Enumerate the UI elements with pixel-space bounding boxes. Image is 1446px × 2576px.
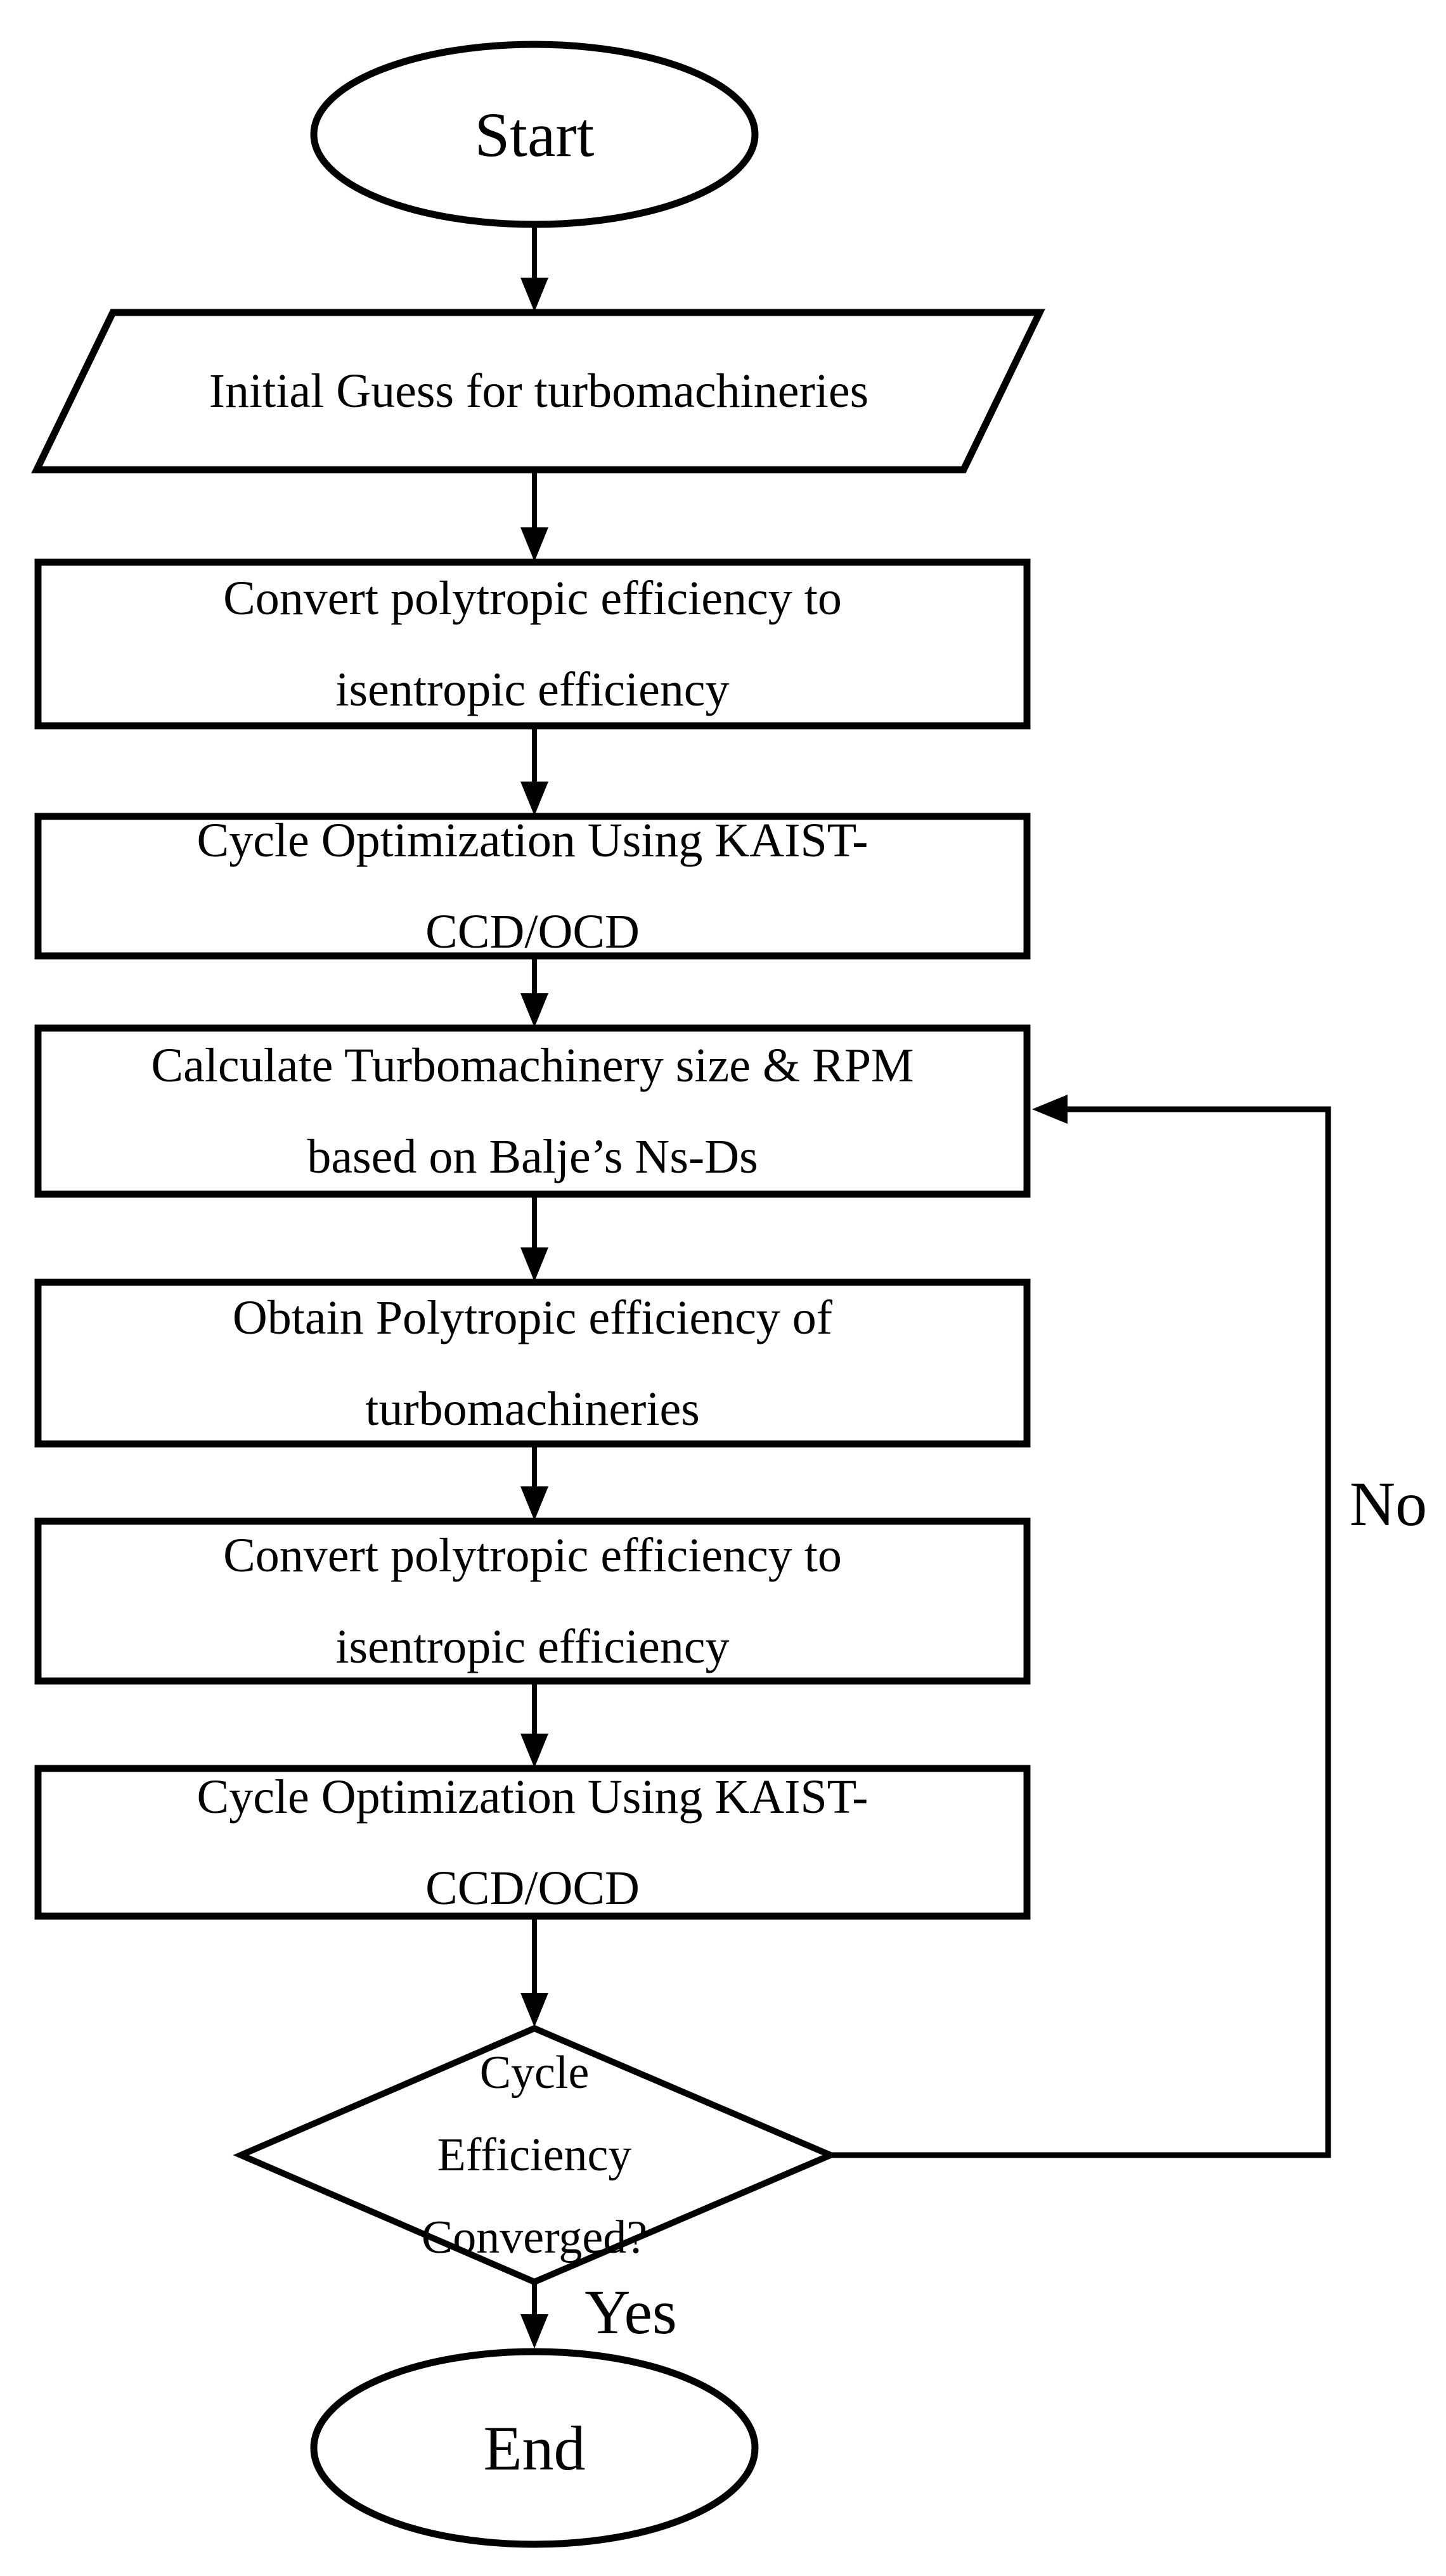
end-node-label: End [483, 2412, 586, 2483]
input-parallelogram-shape [31, 309, 1045, 473]
arrowhead-1-icon [520, 278, 548, 312]
process-convert-1-shape [34, 558, 1031, 730]
end-terminator-shape [310, 2348, 759, 2548]
start-node-label: Start [474, 99, 595, 170]
no-feedback-connector [830, 1106, 1331, 2158]
process-convert-2-label: Convert polytropic efficiency to isentro… [223, 1529, 842, 1673]
arrowhead-9-icon [520, 2314, 548, 2348]
start-terminator-shape [310, 41, 759, 228]
no-feedback-arrowhead-icon [1032, 1095, 1068, 1124]
no-edge-label: No [1349, 1468, 1428, 1539]
process-cycle-opt-2-shape [34, 1765, 1031, 1920]
arrowhead-3-icon [520, 782, 548, 816]
yes-edge-label: Yes [584, 2277, 677, 2347]
arrowhead-4-icon [520, 993, 548, 1027]
arrowhead-7-icon [520, 1734, 548, 1768]
process-obtain-poly-label: Obtain Polytropic efficiency of turbomac… [232, 1291, 833, 1436]
process-convert-2-shape [34, 1517, 1031, 1685]
arrowhead-5-icon [520, 1247, 548, 1282]
arrowhead-6-icon [520, 1486, 548, 1521]
input-node-label: Initial Guess for turbomachineries [209, 364, 869, 418]
process-cycle-opt-1-shape [34, 813, 1031, 960]
decision-diamond-shape [233, 2025, 839, 2286]
decision-node-label: Cycle Efficiency Converged? [421, 2047, 648, 2264]
process-calc-size-shape [34, 1024, 1031, 1198]
process-obtain-poly-shape [34, 1278, 1031, 1448]
arrowhead-8-icon [520, 1993, 548, 2027]
process-convert-1-label: Convert polytropic efficiency to isentro… [223, 572, 842, 716]
arrowhead-2-icon [520, 527, 548, 562]
process-cycle-opt-1-label: Cycle Optimization Using KAIST- CCD/OCD [197, 814, 868, 958]
process-cycle-opt-2-label: Cycle Optimization Using KAIST- CCD/OCD [197, 1770, 868, 1915]
process-calc-size-label: Calculate Turbomachinery size & RPM base… [151, 1039, 914, 1183]
